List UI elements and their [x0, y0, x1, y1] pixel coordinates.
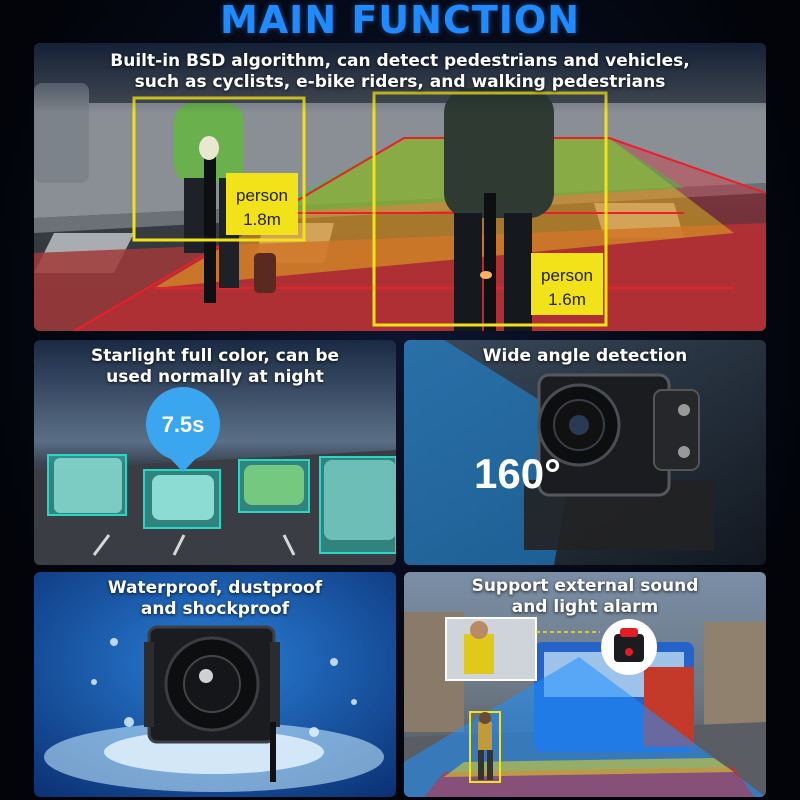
water-splash-scene	[34, 572, 396, 797]
page-title: MAIN FUNCTION	[219, 0, 581, 42]
detect-box-car-right	[319, 456, 396, 554]
bsd-caption-line-1: Built-in BSD algorithm, can detect pedes…	[110, 51, 690, 71]
label-person-1: person	[236, 186, 288, 205]
waterproof-caption-line-1: Waterproof, dustproof	[107, 578, 323, 598]
angle-value: 160°	[474, 450, 561, 497]
bsd-caption: Built-in BSD algorithm, can detect pedes…	[34, 51, 766, 93]
starlight-caption-line-2: used normally at night	[106, 367, 324, 387]
waterproof-caption: Waterproof, dustproof and shockproof	[34, 578, 396, 620]
timer-bubble	[146, 387, 220, 461]
bsd-caption-line-2: such as cyclists, e-bike riders, and wal…	[134, 72, 666, 92]
cyclist-2	[444, 88, 554, 331]
wide-angle-scene: 160°	[404, 340, 766, 565]
wide-angle-caption: Wide angle detection	[482, 346, 688, 366]
detect-box-taxi	[238, 459, 310, 513]
wide-angle-panel: 160° Wide angle detection	[404, 340, 766, 565]
alarm-caption-line-1: Support external sound	[471, 576, 699, 596]
starlight-caption: Starlight full color, can be used normal…	[34, 346, 396, 388]
night-road-scene: 7.5s	[34, 340, 396, 565]
label-distance-1: 1.8m	[243, 210, 281, 229]
detect-box-van	[47, 454, 127, 516]
label-distance-2: 1.6m	[548, 290, 586, 309]
alarm-caption: Support external sound and light alarm	[404, 576, 766, 618]
starlight-caption-line-1: Starlight full color, can be	[90, 346, 340, 366]
bsd-scene: person 1.8m person 1.6m	[34, 43, 766, 331]
detect-box-car-center	[143, 469, 221, 529]
bsd-panel: person 1.8m person 1.6m Built-in BSD alg…	[34, 43, 766, 331]
waterproof-caption-line-2: and shockproof	[140, 599, 290, 619]
detection-boxes	[47, 454, 396, 554]
tram-scene	[404, 572, 766, 797]
label-person-2: person	[541, 266, 593, 285]
alarm-panel: Support external sound and light alarm	[404, 572, 766, 797]
alarm-caption-line-2: and light alarm	[511, 597, 659, 617]
timer-value: 7.5s	[162, 412, 205, 437]
waterproof-panel: Waterproof, dustproof and shockproof	[34, 572, 396, 797]
starlight-panel: 7.5s Starlight full color, can be used n…	[34, 340, 396, 565]
